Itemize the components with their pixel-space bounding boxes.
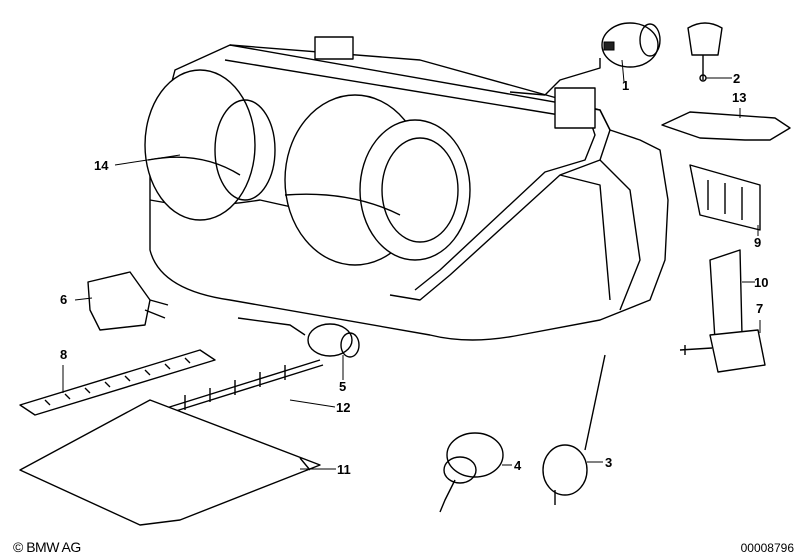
callout-14: 14 <box>94 158 109 173</box>
part-1-actuator <box>509 22 661 96</box>
callout-5: 5 <box>339 379 347 394</box>
part-2-vacuum-unit <box>687 22 723 82</box>
callout-8: 8 <box>60 347 68 362</box>
copyright-text: © BMW AG <box>13 539 81 555</box>
callout-13: 13 <box>732 90 747 105</box>
part-7-switch <box>679 329 766 373</box>
part-13-cover <box>661 111 791 141</box>
leader-lines <box>62 59 761 470</box>
callout-6: 6 <box>60 292 68 307</box>
callout-11: 11 <box>337 462 351 477</box>
callout-9: 9 <box>754 235 762 250</box>
part-11-shield <box>19 399 321 526</box>
callout-7: 7 <box>756 301 764 316</box>
heater-housing <box>144 36 669 341</box>
part-5-actuator <box>237 317 360 358</box>
callout-3: 3 <box>605 455 613 470</box>
callout-2: 2 <box>733 71 741 86</box>
callout-12: 12 <box>336 400 351 415</box>
callout-1: 1 <box>622 78 630 93</box>
callout-4: 4 <box>514 458 522 473</box>
part-6-switch <box>87 271 169 331</box>
image-code: 00008796 <box>740 541 794 555</box>
part-9-bracket <box>689 164 761 231</box>
part-3-actuator <box>542 354 606 505</box>
part-8-strip <box>19 349 216 416</box>
part-4-actuator <box>439 432 504 513</box>
callout-10: 10 <box>754 275 769 290</box>
part-10-bracket <box>709 249 743 341</box>
